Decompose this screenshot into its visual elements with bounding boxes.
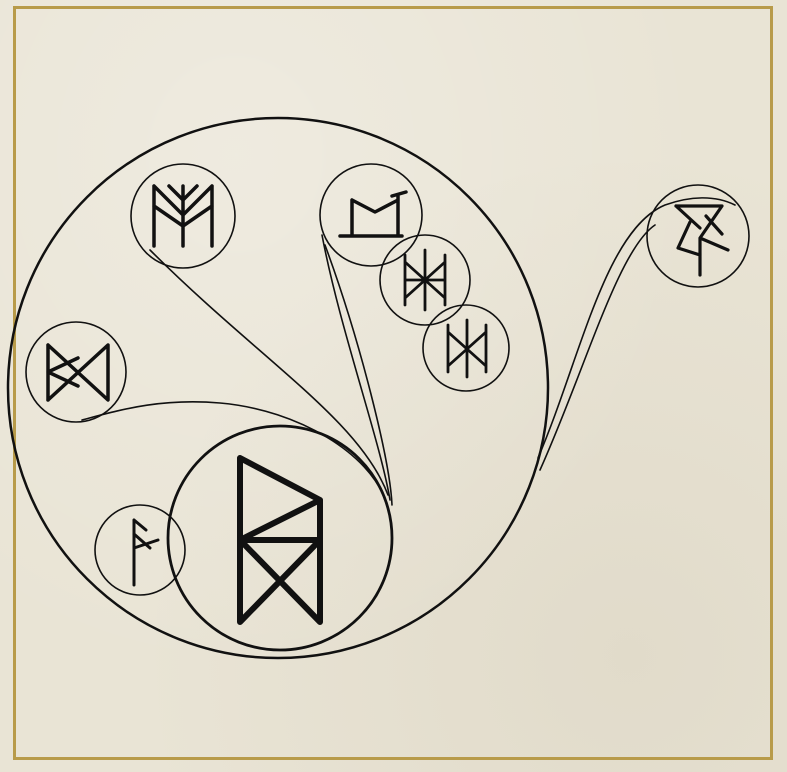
mannaz-bindrune-circle [131, 164, 235, 268]
hagalaz-bindrune-top-icon [405, 250, 445, 310]
dagaz-bindrune-circle [26, 322, 126, 422]
big-bindrune-circle [168, 426, 392, 650]
mannaz-bindrune-icon [154, 186, 212, 246]
ansuz-bindrune-circle [95, 505, 185, 595]
pertho-bindrune-circle [320, 164, 422, 266]
algiz-bindrune-icon [676, 206, 728, 275]
dagaz-bindrune-icon [48, 345, 108, 400]
connector-curves [82, 198, 735, 505]
ansuz-bindrune-icon [134, 520, 158, 585]
hagalaz-bindrune-bottom-circle [423, 305, 509, 391]
hagalaz-bindrune-top-circle [380, 235, 470, 325]
big-bindrune-icon [240, 458, 320, 622]
hagalaz-bindrune-bottom-icon [448, 320, 486, 377]
pertho-bindrune-icon [340, 192, 406, 236]
algiz-bindrune-circle [647, 185, 749, 287]
